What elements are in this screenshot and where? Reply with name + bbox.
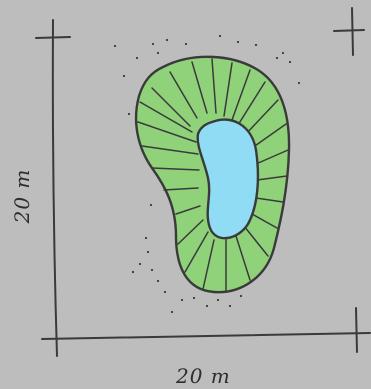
boundary-top-right-cross-h xyxy=(333,29,365,32)
bank-hatching xyxy=(137,58,289,291)
height-dimension-label: 20 m xyxy=(10,168,34,224)
width-dimension-label: 20 m xyxy=(176,364,231,388)
boundary-left-line xyxy=(51,19,58,357)
site-boundary xyxy=(35,7,371,357)
scattered-dots xyxy=(113,34,301,314)
boundary-top-right-cross-v xyxy=(351,7,354,56)
boundary-bottom-line xyxy=(41,332,371,340)
boundary-right-bottom-tick xyxy=(355,307,358,353)
pond-water xyxy=(196,118,260,240)
